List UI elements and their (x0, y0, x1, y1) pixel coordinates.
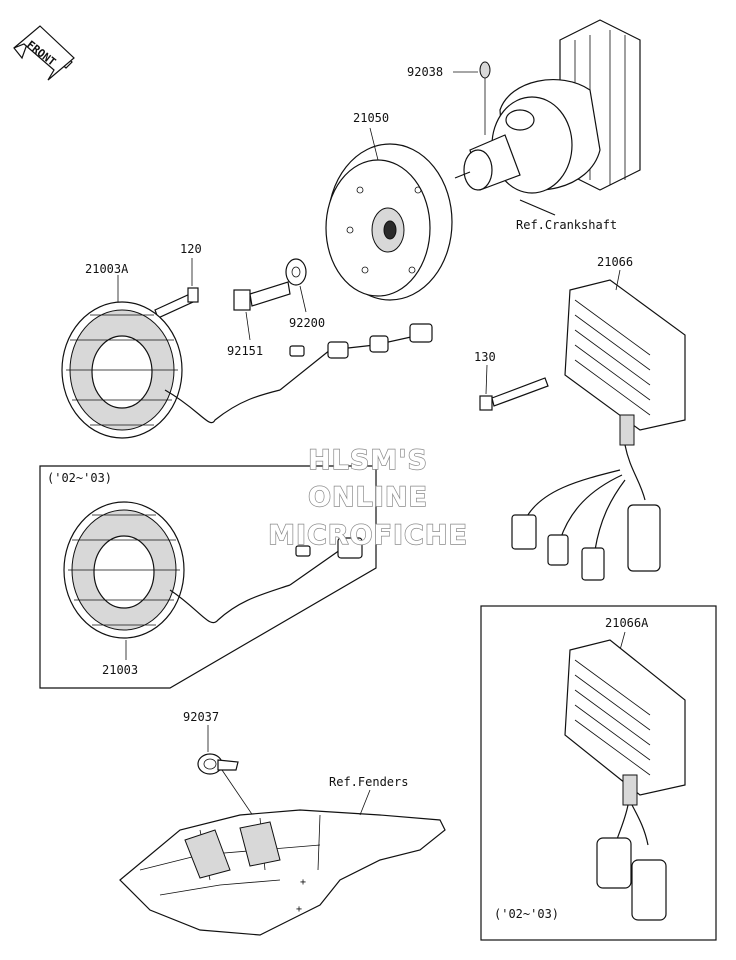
part-21066-label: 21066 (597, 255, 633, 269)
regulator-2002-2003-box (480, 605, 717, 941)
regulator-box-year-note: ('02~'03) (494, 907, 559, 921)
front-arrow-icon: FRONT (13, 25, 75, 81)
stator-21003-icon (63, 501, 363, 639)
part-92037-label: 92037 (183, 710, 219, 724)
part-92151-label: 92151 (227, 344, 263, 358)
stator-box-year-note: ('02~'03) (47, 471, 112, 485)
watermark: HLSM'S ONLINE MICROFICHE (267, 444, 468, 551)
part-21003-label: 21003 (102, 663, 138, 677)
bolt-130-icon (479, 377, 549, 411)
regulator-21066a-icon (564, 639, 686, 921)
rotor-flywheel-icon (325, 143, 453, 301)
part-21050-label: 21050 (353, 111, 389, 125)
watermark-line-2: ONLINE (308, 482, 428, 513)
bolt-120-icon (154, 287, 199, 319)
part-21003A-label: 21003A (85, 262, 129, 276)
svg-text:+: + (296, 904, 302, 915)
regulator-21066-icon (511, 279, 686, 581)
woodruff-key-icon (479, 61, 491, 135)
part-21066A-label: 21066A (605, 616, 649, 630)
watermark-line-3: MICROFICHE (268, 520, 468, 551)
part-130-label: 130 (474, 350, 496, 364)
ref-crankshaft-label: Ref.Crankshaft (516, 218, 617, 232)
washer-92200-icon (285, 258, 307, 286)
stator-2002-2003-box (39, 465, 377, 689)
clamp-92037-icon (197, 753, 239, 775)
svg-text:+: + (300, 877, 306, 888)
bolt-92151-icon (233, 281, 291, 311)
watermark-line-1: HLSM'S (308, 445, 428, 476)
crankshaft-illustration (454, 19, 641, 216)
ref-fenders-label: Ref.Fenders (329, 775, 408, 789)
part-120-label: 120 (180, 242, 202, 256)
part-92200-label: 92200 (289, 316, 325, 330)
part-92038-label: 92038 (407, 65, 443, 79)
rear-fender-illustration: + + (119, 809, 446, 936)
stator-21003a-icon (61, 301, 433, 439)
